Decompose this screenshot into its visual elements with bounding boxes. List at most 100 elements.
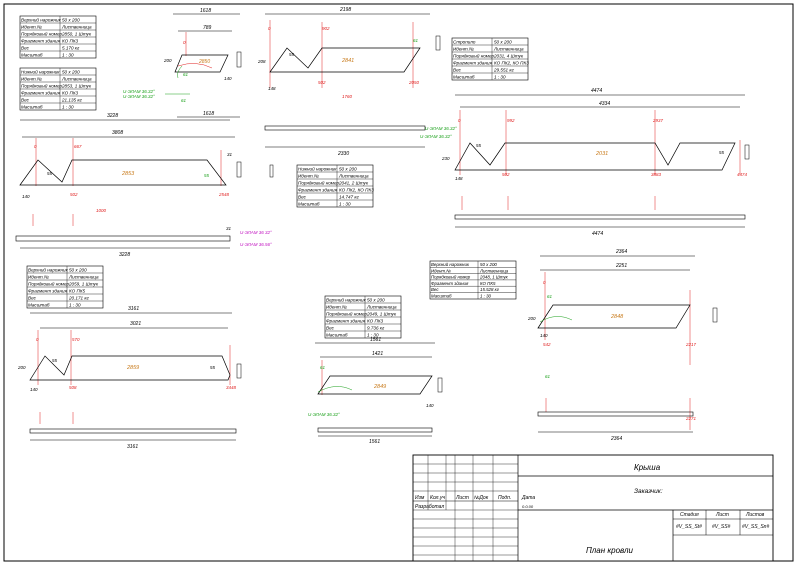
table-cell: 2031, 4 Штук	[493, 54, 524, 59]
dim-label: 31	[226, 226, 232, 231]
part-2848-table: Верхний нарожник 50 х 200 Идент.№ Листве…	[429, 260, 517, 300]
part-label: 2850	[198, 59, 210, 65]
table-cell: Лиственница	[493, 47, 524, 52]
angle-label: 61	[545, 374, 551, 379]
dim-label: 140	[22, 194, 30, 199]
date-value: 0.0.00	[522, 504, 534, 509]
table-cell: Идент.№	[28, 275, 49, 280]
table-cell: Стропило	[453, 40, 476, 45]
dim-label: 0	[543, 280, 546, 285]
angle-label: 61	[183, 72, 189, 77]
dim-label: 2548	[218, 192, 230, 197]
table-cell: Идент.№	[21, 77, 42, 82]
table-cell: Масштаб	[298, 202, 320, 207]
table-cell: 5.170 кг	[62, 46, 80, 51]
angle-label: U-ЭЛАМ 36.32°	[123, 89, 155, 94]
table-cell: Порядковый номер	[326, 311, 367, 317]
table-cell: Порядковый номер	[28, 281, 69, 287]
table-cell: 50 х 200	[62, 70, 80, 75]
part-2841-section	[269, 164, 274, 178]
angle-label: U-ЭЛАМ 36.32°	[123, 94, 155, 99]
dim-label: 4474	[737, 172, 748, 177]
part-2841-table: Нижний нарожник 50 х 200 Идент.№ Листвен…	[296, 164, 374, 208]
table-cell: 29.551 кг	[493, 68, 514, 73]
table-cell: Лиственница	[68, 275, 99, 280]
table-cell: 50 х 200	[367, 298, 385, 303]
table-cell: 50 х 200	[480, 262, 497, 267]
table-cell: Порядковый номер	[298, 180, 339, 186]
dim-label: 0	[183, 40, 186, 45]
angle-label: 61	[413, 38, 419, 43]
table-cell: Фрагмент здания	[28, 289, 68, 294]
dim-label: 2364	[615, 249, 627, 255]
table-cell: Фрагмент здания	[431, 281, 469, 286]
table-cell: 50 х 200	[494, 40, 512, 45]
sheet-title: План кровли	[586, 546, 633, 555]
table-cell: Лиственница	[366, 305, 397, 310]
part-label: 2848	[610, 314, 624, 320]
angle-label: 55	[476, 143, 482, 148]
table-cell: Масштаб	[453, 75, 475, 80]
dim-label: 2330	[337, 151, 349, 157]
table-cell: Верхний нарожник	[431, 262, 470, 267]
dim-label: 200	[163, 58, 172, 63]
dim-label: 502	[502, 172, 510, 177]
dim-label: 502	[318, 80, 326, 85]
developer-label: Разработал	[415, 504, 444, 510]
part-2859-table: Верхний нарожник 50 х 200 Идент.№ Листве…	[26, 265, 104, 309]
part-2853-drawing: 3228 3808 0 667 2853 55 55 502 2548 140 …	[15, 113, 272, 258]
part-2850-table: Верхний нарожник 50 х 200 Идент.№ Листве…	[19, 15, 97, 59]
table-cell: Фрагмент здания	[21, 39, 61, 44]
dim-label: 3021	[130, 321, 141, 327]
dim-label: 2937	[652, 118, 664, 123]
table-cell: Масштаб	[21, 105, 43, 110]
dim-label: 1618	[200, 8, 211, 14]
dim-label: 2251	[615, 263, 627, 269]
table-cell: Масштаб	[21, 53, 43, 58]
angle-label: 55	[204, 173, 210, 178]
dim-label: 0	[36, 337, 39, 342]
table-cell: 21.135 кг	[61, 98, 82, 103]
table-cell: 1 : 30	[367, 333, 379, 338]
table-cell: 50 х 200	[62, 18, 80, 23]
part-label: 2841	[341, 58, 354, 64]
table-cell: Лиственница	[479, 268, 509, 273]
dim-label: 3228	[107, 113, 118, 119]
table-cell: Фрагмент здания	[326, 319, 366, 324]
part-2853-table: Нижний нарожник 50 х 200 Идент.№ Листвен…	[19, 67, 97, 111]
table-cell: КО ПК3	[62, 91, 79, 96]
table-cell: Идент.№	[326, 305, 347, 310]
angle-label: U-ЭЛАМ 36.56°	[240, 242, 272, 247]
table-cell: КО ПК5	[480, 281, 496, 286]
table-cell: Вес	[326, 326, 335, 331]
table-cell: 2048, 1 Штук	[479, 275, 509, 280]
table-cell: КО ПК5	[69, 289, 86, 294]
table-cell: Вес	[298, 195, 307, 200]
table-cell: Идент.№	[21, 25, 42, 30]
sheet-value: #V_SS#	[712, 524, 731, 530]
stage-label: Стадия	[680, 512, 699, 518]
table-cell: Вес	[453, 68, 462, 73]
dim-label: 0	[34, 144, 37, 149]
part-2031-table: Стропило 50 х 200 Идент.№ Лиственница По…	[451, 37, 529, 81]
dim-label: 140	[426, 403, 434, 408]
dim-label: 1760	[342, 94, 353, 99]
angle-label: 55	[210, 365, 216, 370]
angle-label: U-ЭЛАМ 36.32°	[420, 134, 452, 139]
dim-label: 542	[543, 342, 551, 347]
table-cell: Фрагмент здания	[453, 61, 493, 66]
table-cell: 2850, 1 Штук	[61, 32, 92, 37]
object-title: Крыша	[634, 463, 661, 472]
dim-label: 3228	[119, 252, 130, 258]
table-cell: Лиственница	[61, 77, 92, 82]
dim-label: 1421	[372, 351, 383, 357]
dim-label: 508	[69, 385, 77, 390]
table-cell: 1 : 30	[494, 75, 506, 80]
dim-label: 31	[227, 152, 233, 157]
table-cell: Вес	[28, 296, 37, 301]
table-cell: КО ПК2, КО ПК3	[494, 61, 529, 66]
dim-label: 148	[455, 176, 463, 181]
table-cell: Масштаб	[28, 303, 50, 308]
table-cell: Вес	[431, 287, 439, 292]
